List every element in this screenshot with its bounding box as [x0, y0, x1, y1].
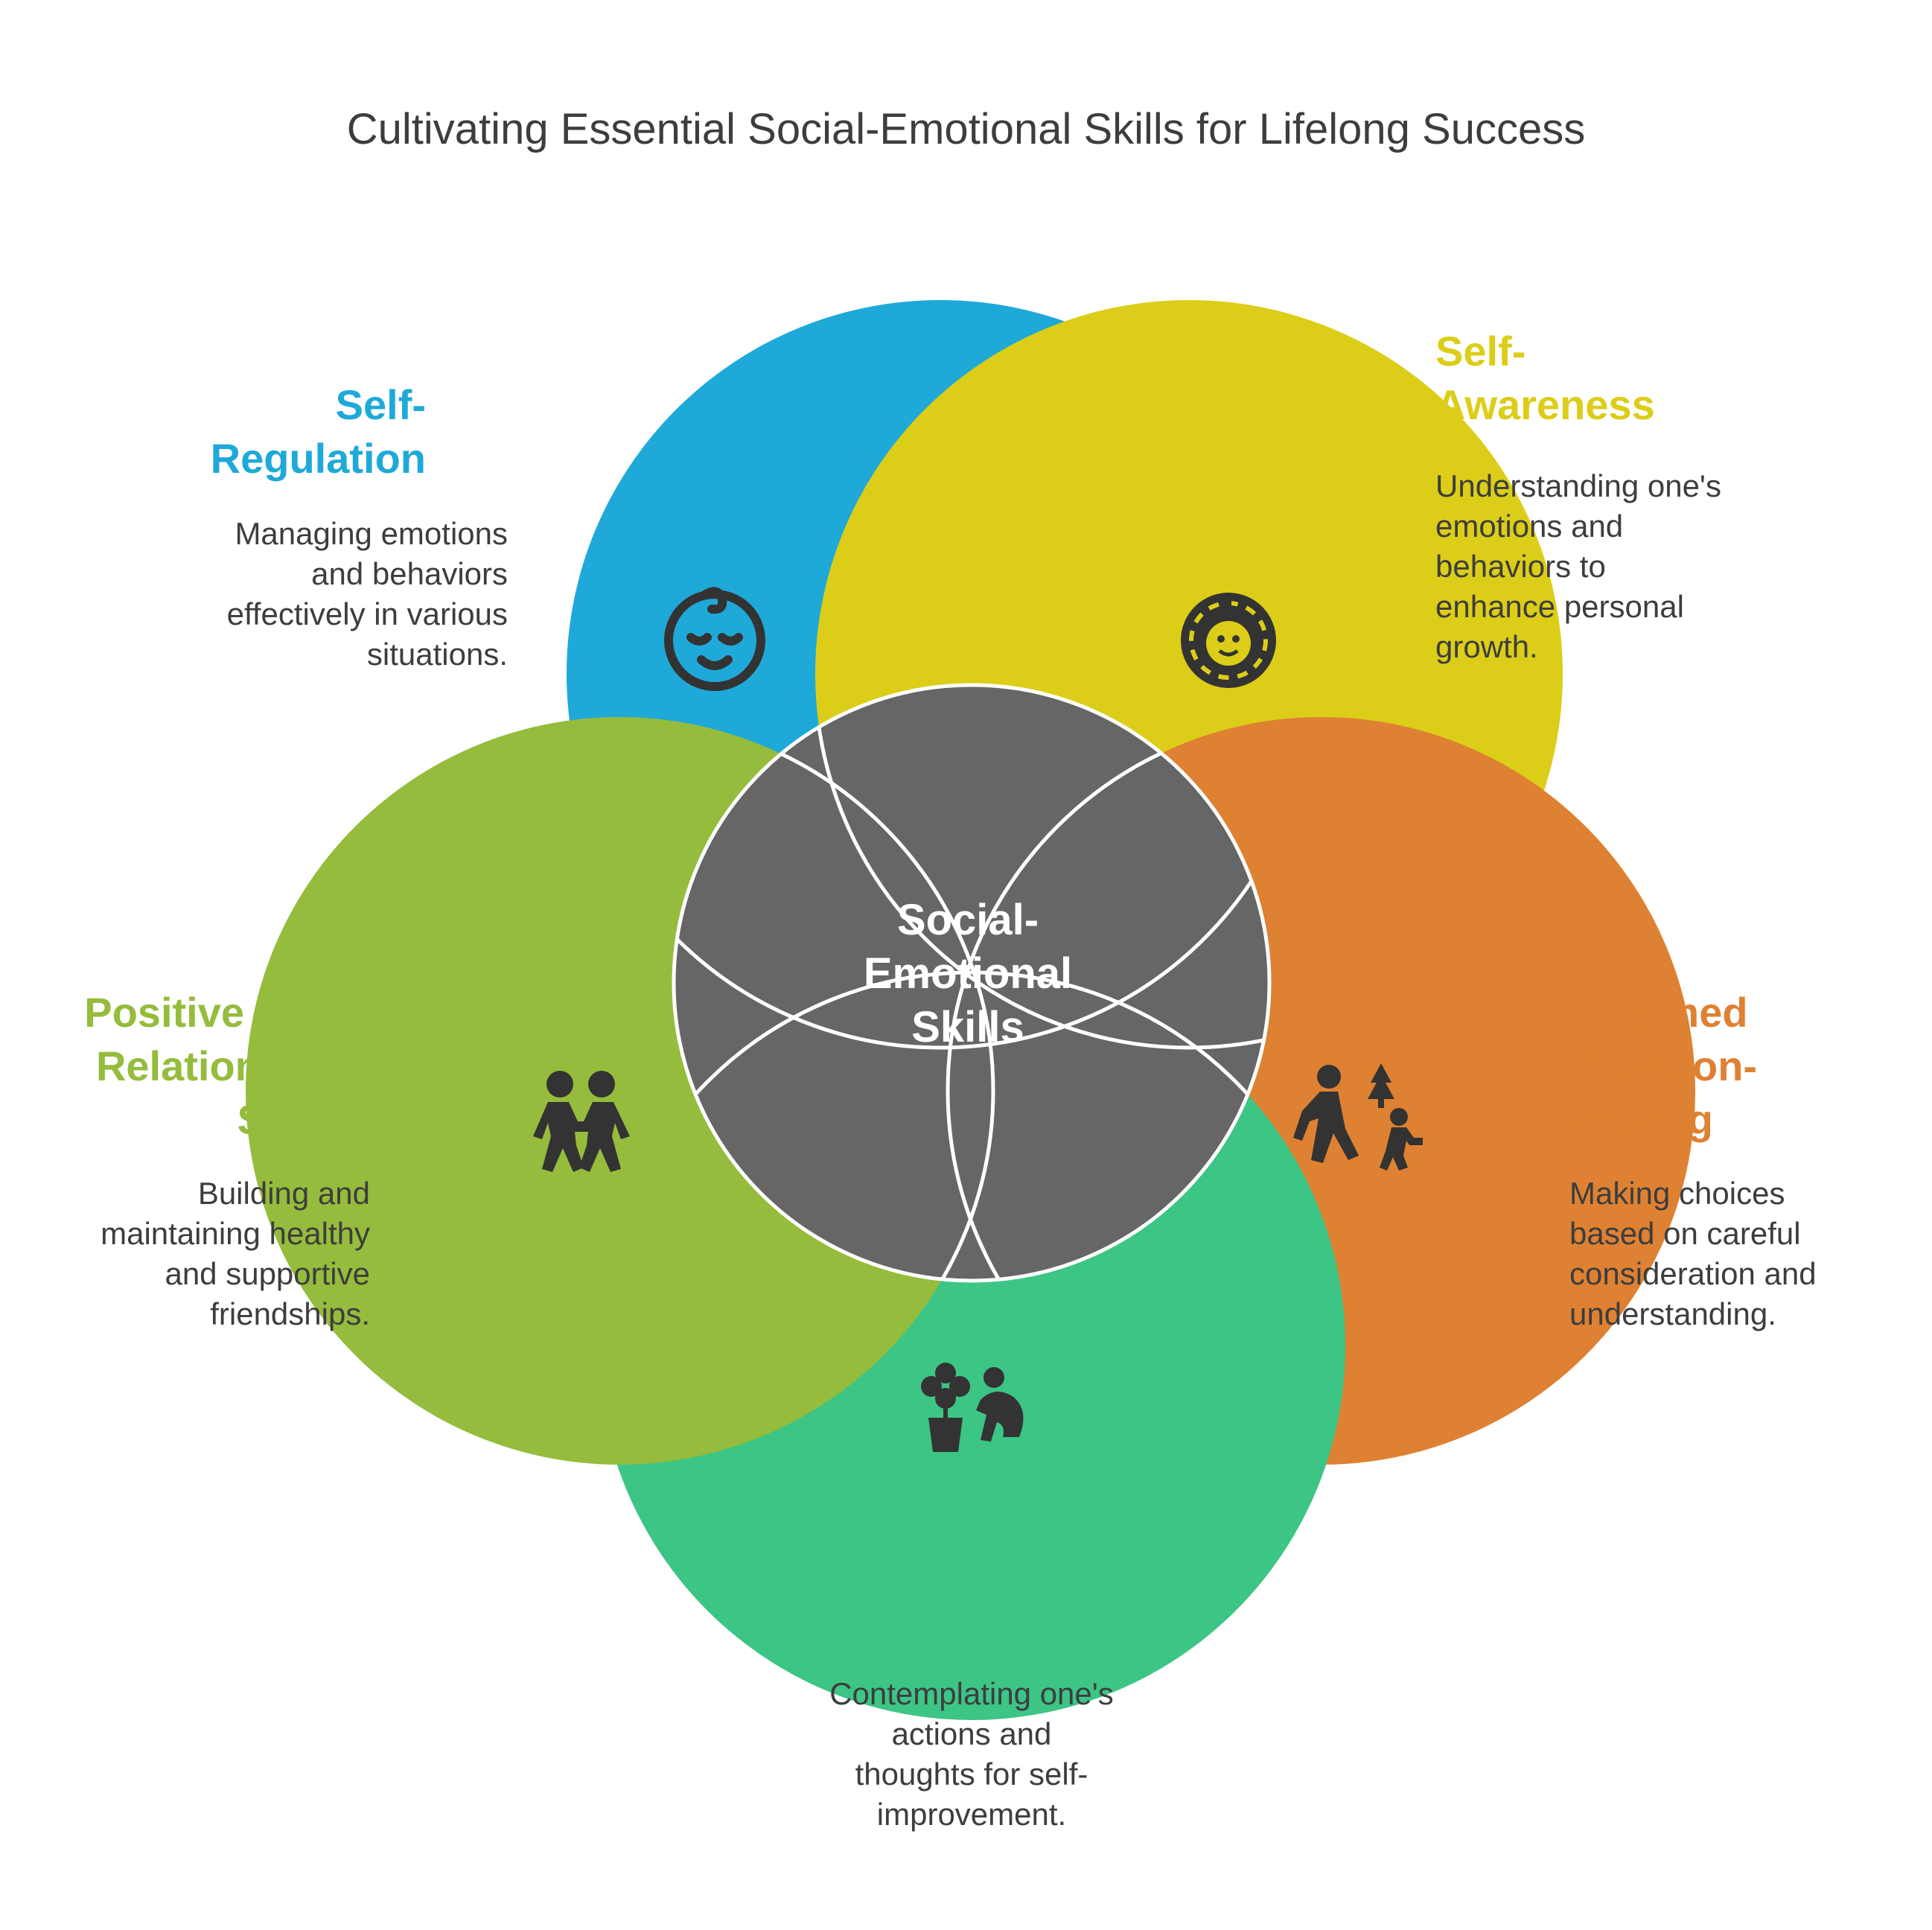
family-walk-icon — [1293, 1063, 1423, 1171]
self-reflection-label: Self-Reflection — [825, 1598, 1118, 1645]
informed-decision-making-description: Making choices based on careful consider… — [1569, 1176, 1817, 1331]
positive-peer-relationship-description: Building and maintaining healthy and sup… — [101, 1176, 370, 1331]
self-reflection-description: Contemplating one's actions and thoughts… — [829, 1676, 1114, 1832]
self-regulation-label: Self- Regulation — [210, 381, 426, 482]
hub-label: Social- Emotional Skills — [863, 896, 1073, 1051]
children-playing-icon — [533, 1071, 630, 1172]
mood-dial-icon — [1181, 593, 1276, 688]
positive-peer-relationship-label: Positive Peer Relationship Skills — [84, 989, 346, 1143]
self-awareness-description: Understanding one's emotions and behavio… — [1435, 468, 1721, 664]
child-plant-icon — [921, 1363, 1024, 1452]
diagram-title: Cultivating Essential Social-Emotional S… — [346, 105, 1586, 153]
baby-face-icon — [664, 587, 765, 691]
informed-decision-making-label: Informed Decision- Making — [1569, 989, 1758, 1143]
self-regulation-description: Managing emotions and behaviors effectiv… — [226, 516, 508, 672]
hub-circle — [672, 683, 1272, 1283]
overlap-arcs — [674, 685, 1269, 1281]
self-awareness-label: Self- Awareness — [1435, 328, 1655, 428]
